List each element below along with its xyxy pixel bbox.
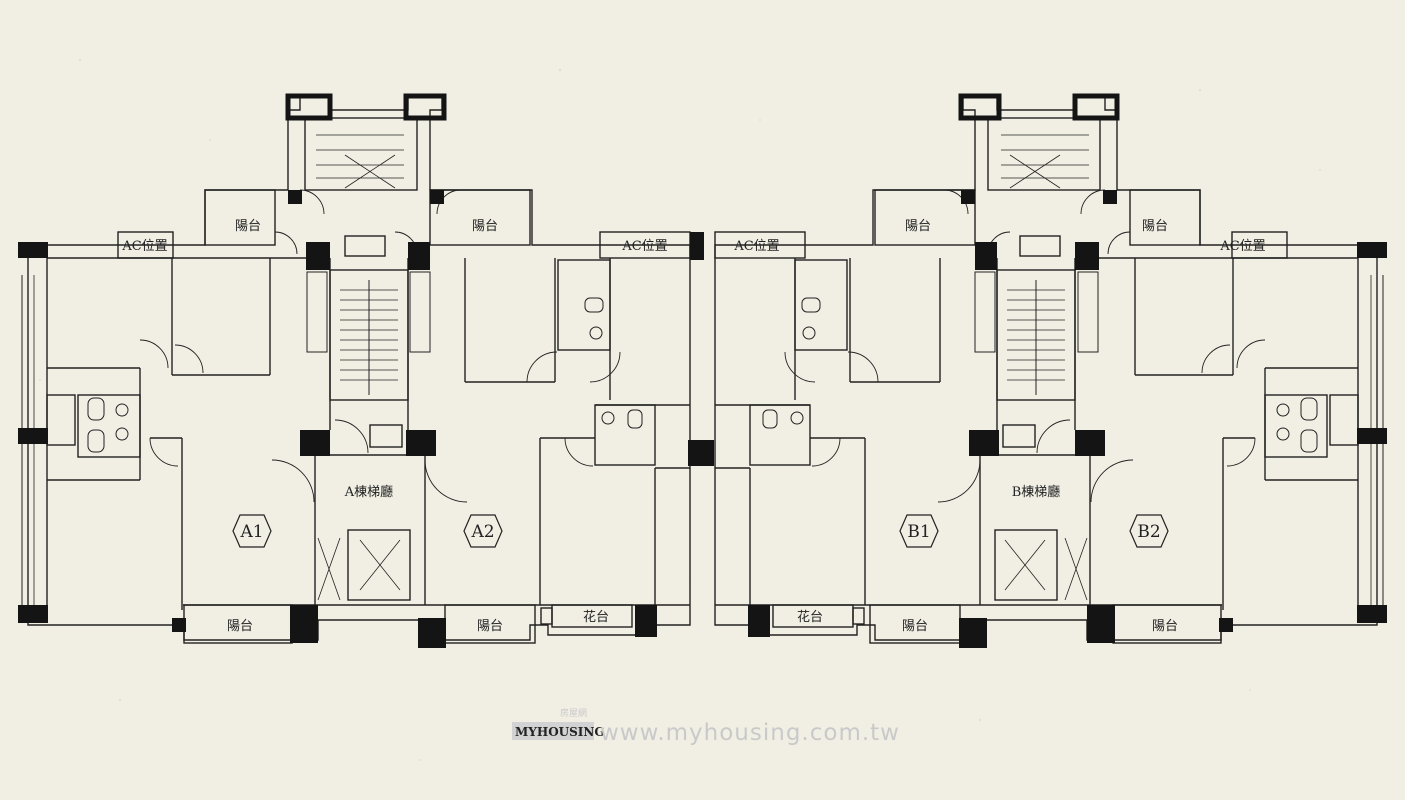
unit-hexagon bbox=[463, 514, 503, 548]
balcony-label: 陽台 bbox=[235, 219, 261, 234]
unit-label-b2: B2 bbox=[1137, 522, 1160, 542]
paper-texture bbox=[39, 58, 1321, 761]
balcony-label: 陽台 bbox=[905, 219, 931, 234]
unit-hexagon bbox=[232, 514, 272, 548]
planter-label: 花台 bbox=[797, 609, 823, 625]
plan-labels: 陽台 陽台 陽台 陽台 AC位置 AC位置 AC位置 AC位置 A棟梯廳 B棟梯… bbox=[121, 219, 1265, 634]
unit-tags bbox=[232, 514, 1169, 548]
ac-position-label: AC位置 bbox=[121, 239, 167, 254]
building-a-columns bbox=[18, 93, 714, 648]
watermark-logo-box bbox=[512, 722, 594, 740]
building-b bbox=[714, 93, 1387, 648]
watermark-url: www.myhousing.com.tw bbox=[600, 720, 900, 746]
balcony-label: 陽台 bbox=[1152, 619, 1178, 634]
unit-label-a2: A2 bbox=[470, 522, 494, 542]
balcony-label: 陽台 bbox=[472, 219, 498, 234]
ac-position-label: AC位置 bbox=[733, 239, 779, 254]
balcony-label: 陽台 bbox=[902, 619, 928, 634]
balcony-label: 陽台 bbox=[1142, 219, 1168, 234]
lobby-b-label: B棟梯廳 bbox=[1012, 484, 1061, 500]
watermark: 房屋網 MYHOUSING www.myhousing.com.tw bbox=[512, 707, 900, 746]
unit-hexagon bbox=[1129, 514, 1169, 548]
watermark-logo-small: 房屋網 bbox=[560, 707, 587, 719]
unit-hexagon bbox=[899, 514, 939, 548]
planter-label: 花台 bbox=[583, 609, 609, 625]
ac-position-label: AC位置 bbox=[1219, 239, 1265, 254]
balcony-label: 陽台 bbox=[477, 619, 503, 634]
ac-position-label: AC位置 bbox=[621, 239, 667, 254]
unit-label-a1: A1 bbox=[239, 522, 263, 542]
watermark-logo-brand: MYHOUSING bbox=[515, 725, 605, 739]
lobby-a-label: A棟梯廳 bbox=[344, 484, 393, 500]
balcony-label: 陽台 bbox=[227, 619, 253, 634]
unit-label-b1: B1 bbox=[907, 522, 930, 542]
building-a bbox=[21, 95, 691, 644]
